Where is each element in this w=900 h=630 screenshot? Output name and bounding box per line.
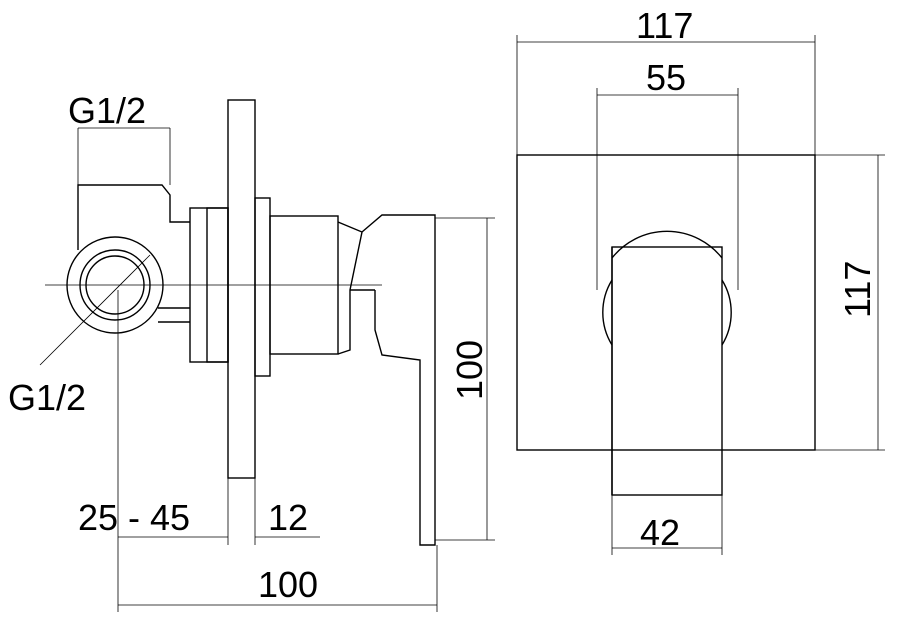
cover-plate <box>516 154 816 451</box>
total-depth-label: 100 <box>258 564 318 605</box>
thread-side-label: G1/2 <box>8 377 86 418</box>
front-width-label: 117 <box>636 5 693 46</box>
cartridge-body <box>269 215 339 355</box>
valve-body <box>77 184 190 323</box>
front-view: 117 55 42 117 <box>516 5 885 555</box>
plate-label: 12 <box>268 497 308 538</box>
side-view: G1/2 G1/2 25 - 45 12 100 100 <box>8 90 495 612</box>
wall-depth-label: 25 - 45 <box>78 497 190 538</box>
rosette-sides <box>602 279 732 346</box>
wall-plate <box>227 99 256 479</box>
front-height-label: 117 <box>837 261 878 318</box>
thread-top-label: G1/2 <box>68 90 146 131</box>
flange-right <box>254 197 271 377</box>
rosette-top <box>611 230 723 259</box>
rosette-label: 55 <box>646 57 686 98</box>
lever <box>337 214 436 546</box>
side-height-label: 100 <box>449 340 490 400</box>
handle-width-label: 42 <box>640 512 680 553</box>
leader-g12 <box>39 254 151 366</box>
handle <box>611 246 723 496</box>
